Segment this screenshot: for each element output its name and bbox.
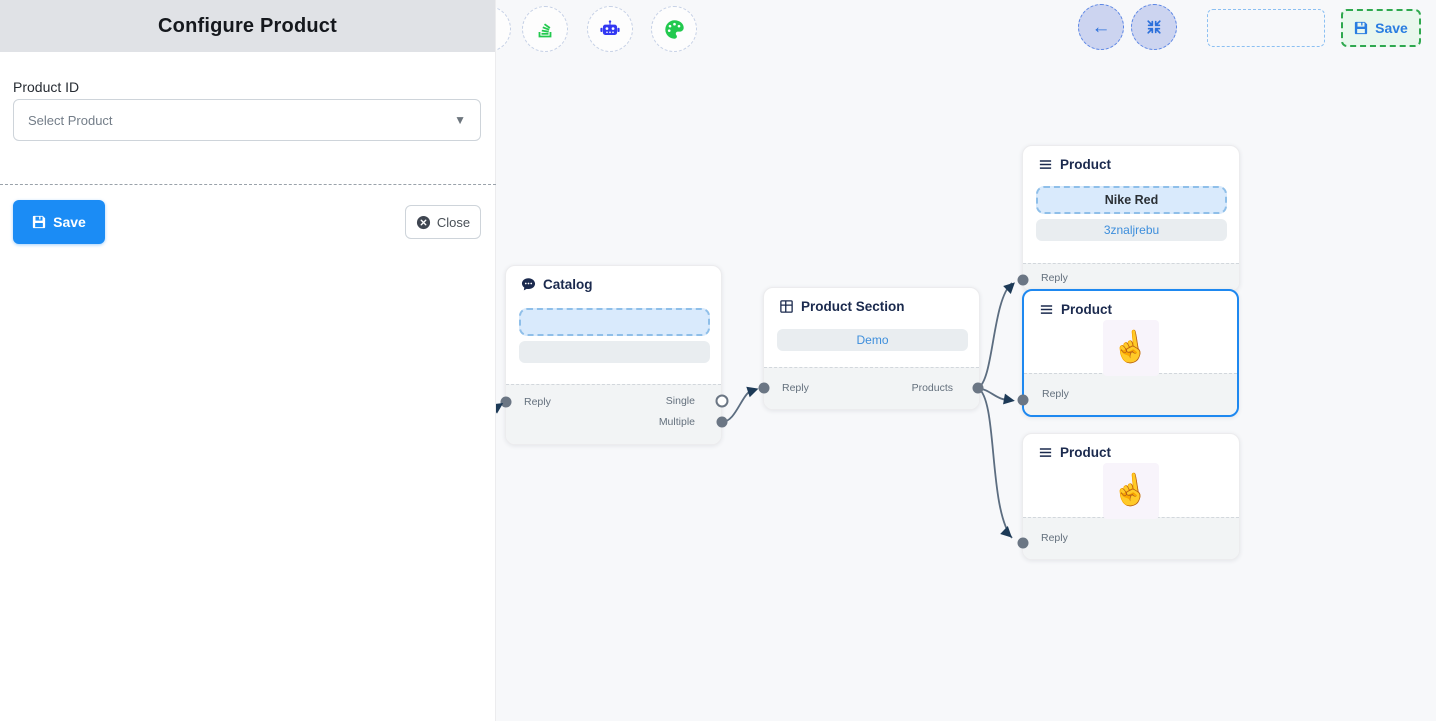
stack-icon [534,18,556,40]
node-product-middle-footer: Reply [1024,373,1237,415]
handle-label-single: Single [665,395,695,407]
toolbar-bot-button[interactable] [587,6,633,52]
node-product-top-title: Product [1038,157,1111,172]
hand-pointer-icon: ☝ [1110,471,1152,510]
product-name-field-selected[interactable]: Nike Red [1036,186,1227,214]
toolbar-hidden-button[interactable] [496,6,511,52]
compress-icon [1146,19,1162,35]
node-product-top[interactable]: Product Nike Red 3znaljrebu Reply [1022,145,1240,292]
node-catalog-title-text: Catalog [543,277,593,292]
back-button[interactable]: ← [1078,4,1124,50]
canvas-save-button[interactable]: Save [1341,9,1421,47]
configure-product-panel: Configure Product Product ID Select Prod… [0,0,496,721]
product-section-demo-field[interactable]: Demo [777,329,968,351]
handle-label-products: Products [911,382,953,394]
edge-products-to-product-bottom [977,387,1013,539]
empty-dashed-button[interactable] [1207,9,1325,47]
node-product-bottom-title-text: Product [1060,445,1112,460]
product-select[interactable]: Select Product ▼ [13,99,481,141]
robot-icon [598,17,622,41]
node-product-section-footer: Reply Products [764,367,979,409]
node-product-section[interactable]: Product Section Demo Reply Products [763,287,980,410]
chat-bubble-icon [521,277,536,292]
node-product-bottom-footer: Reply [1023,517,1239,559]
page-title: Configure Product [158,14,337,37]
x-circle-icon [416,215,431,230]
palette-icon [663,18,686,41]
node-catalog-title: Catalog [521,277,593,292]
handle-label-reply: Reply [524,396,551,408]
handle-product-middle-reply[interactable] [1017,394,1029,406]
hand-pointer-cursor: ☝ [1103,463,1159,519]
handle-catalog-multiple[interactable] [716,416,728,428]
product-name-value: Nike Red [1104,193,1159,207]
handle-label-reply: Reply [1042,388,1069,400]
handle-product-top-reply[interactable] [1017,274,1029,286]
node-product-bottom-title: Product [1038,445,1111,460]
node-product-section-title-text: Product Section [801,299,905,314]
fit-view-button[interactable] [1131,4,1177,50]
handle-catalog-single[interactable] [715,394,729,408]
node-product-top-footer: Reply [1023,263,1239,291]
node-product-section-title: Product Section [779,299,905,314]
node-product-middle[interactable]: Product Reply [1022,289,1239,417]
arrowhead-into-product-section [746,386,759,398]
handle-product-bottom-reply[interactable] [1017,537,1029,549]
handle-product-section-products[interactable] [972,382,984,394]
save-button-label: Save [53,214,86,230]
node-catalog[interactable]: Catalog Reply Single Multiple [505,265,722,445]
hand-pointer-icon: ☝ [1110,328,1152,367]
flow-canvas[interactable]: ← Save Cat [496,0,1436,721]
floppy-disk-icon [32,215,46,229]
menu-icon [1038,157,1053,172]
toolbar-stack-button[interactable] [522,6,568,52]
table-grid-icon [779,299,794,314]
arrow-left-icon: ← [1091,16,1111,38]
close-button-label: Close [436,214,471,230]
toolbar-palette-button[interactable] [651,6,697,52]
handle-product-section-reply[interactable] [758,382,770,394]
demo-value: Demo [856,333,889,347]
product-id-field[interactable]: 3znaljrebu [1036,219,1227,241]
catalog-empty-field-selected[interactable] [519,308,710,336]
handle-label-multiple: Multiple [658,416,695,428]
product-id-label: Product ID [13,79,80,95]
chevron-down-icon: ▼ [454,113,466,127]
node-product-middle-title-text: Product [1061,302,1113,317]
menu-icon [1039,302,1054,317]
node-catalog-footer: Reply Single Multiple [506,384,721,444]
node-product-middle-title: Product [1039,302,1112,317]
edge-products-to-product-top [977,282,1013,389]
handle-label-reply: Reply [1041,272,1068,284]
close-button[interactable]: Close [405,205,481,239]
save-button[interactable]: Save [13,200,105,244]
canvas-save-label: Save [1375,20,1408,36]
panel-header: Configure Product [0,0,495,52]
panel-divider [0,184,496,185]
arrowhead-into-product-top [1003,282,1015,294]
edge-catalog-to-product-section [721,388,756,423]
catalog-empty-field[interactable] [519,341,710,363]
floppy-disk-icon [1354,21,1368,35]
menu-icon [1038,445,1053,460]
handle-label-reply: Reply [1041,532,1068,544]
hand-pointer-cursor: ☝ [1103,320,1159,376]
arrowhead-into-product-middle [1003,393,1015,405]
arrowhead-into-product-bottom [1000,526,1012,538]
handle-catalog-reply[interactable] [500,396,512,408]
product-id-value: 3znaljrebu [1103,223,1160,237]
handle-label-reply: Reply [782,382,809,394]
node-product-top-title-text: Product [1060,157,1112,172]
product-select-placeholder: Select Product [28,112,113,128]
